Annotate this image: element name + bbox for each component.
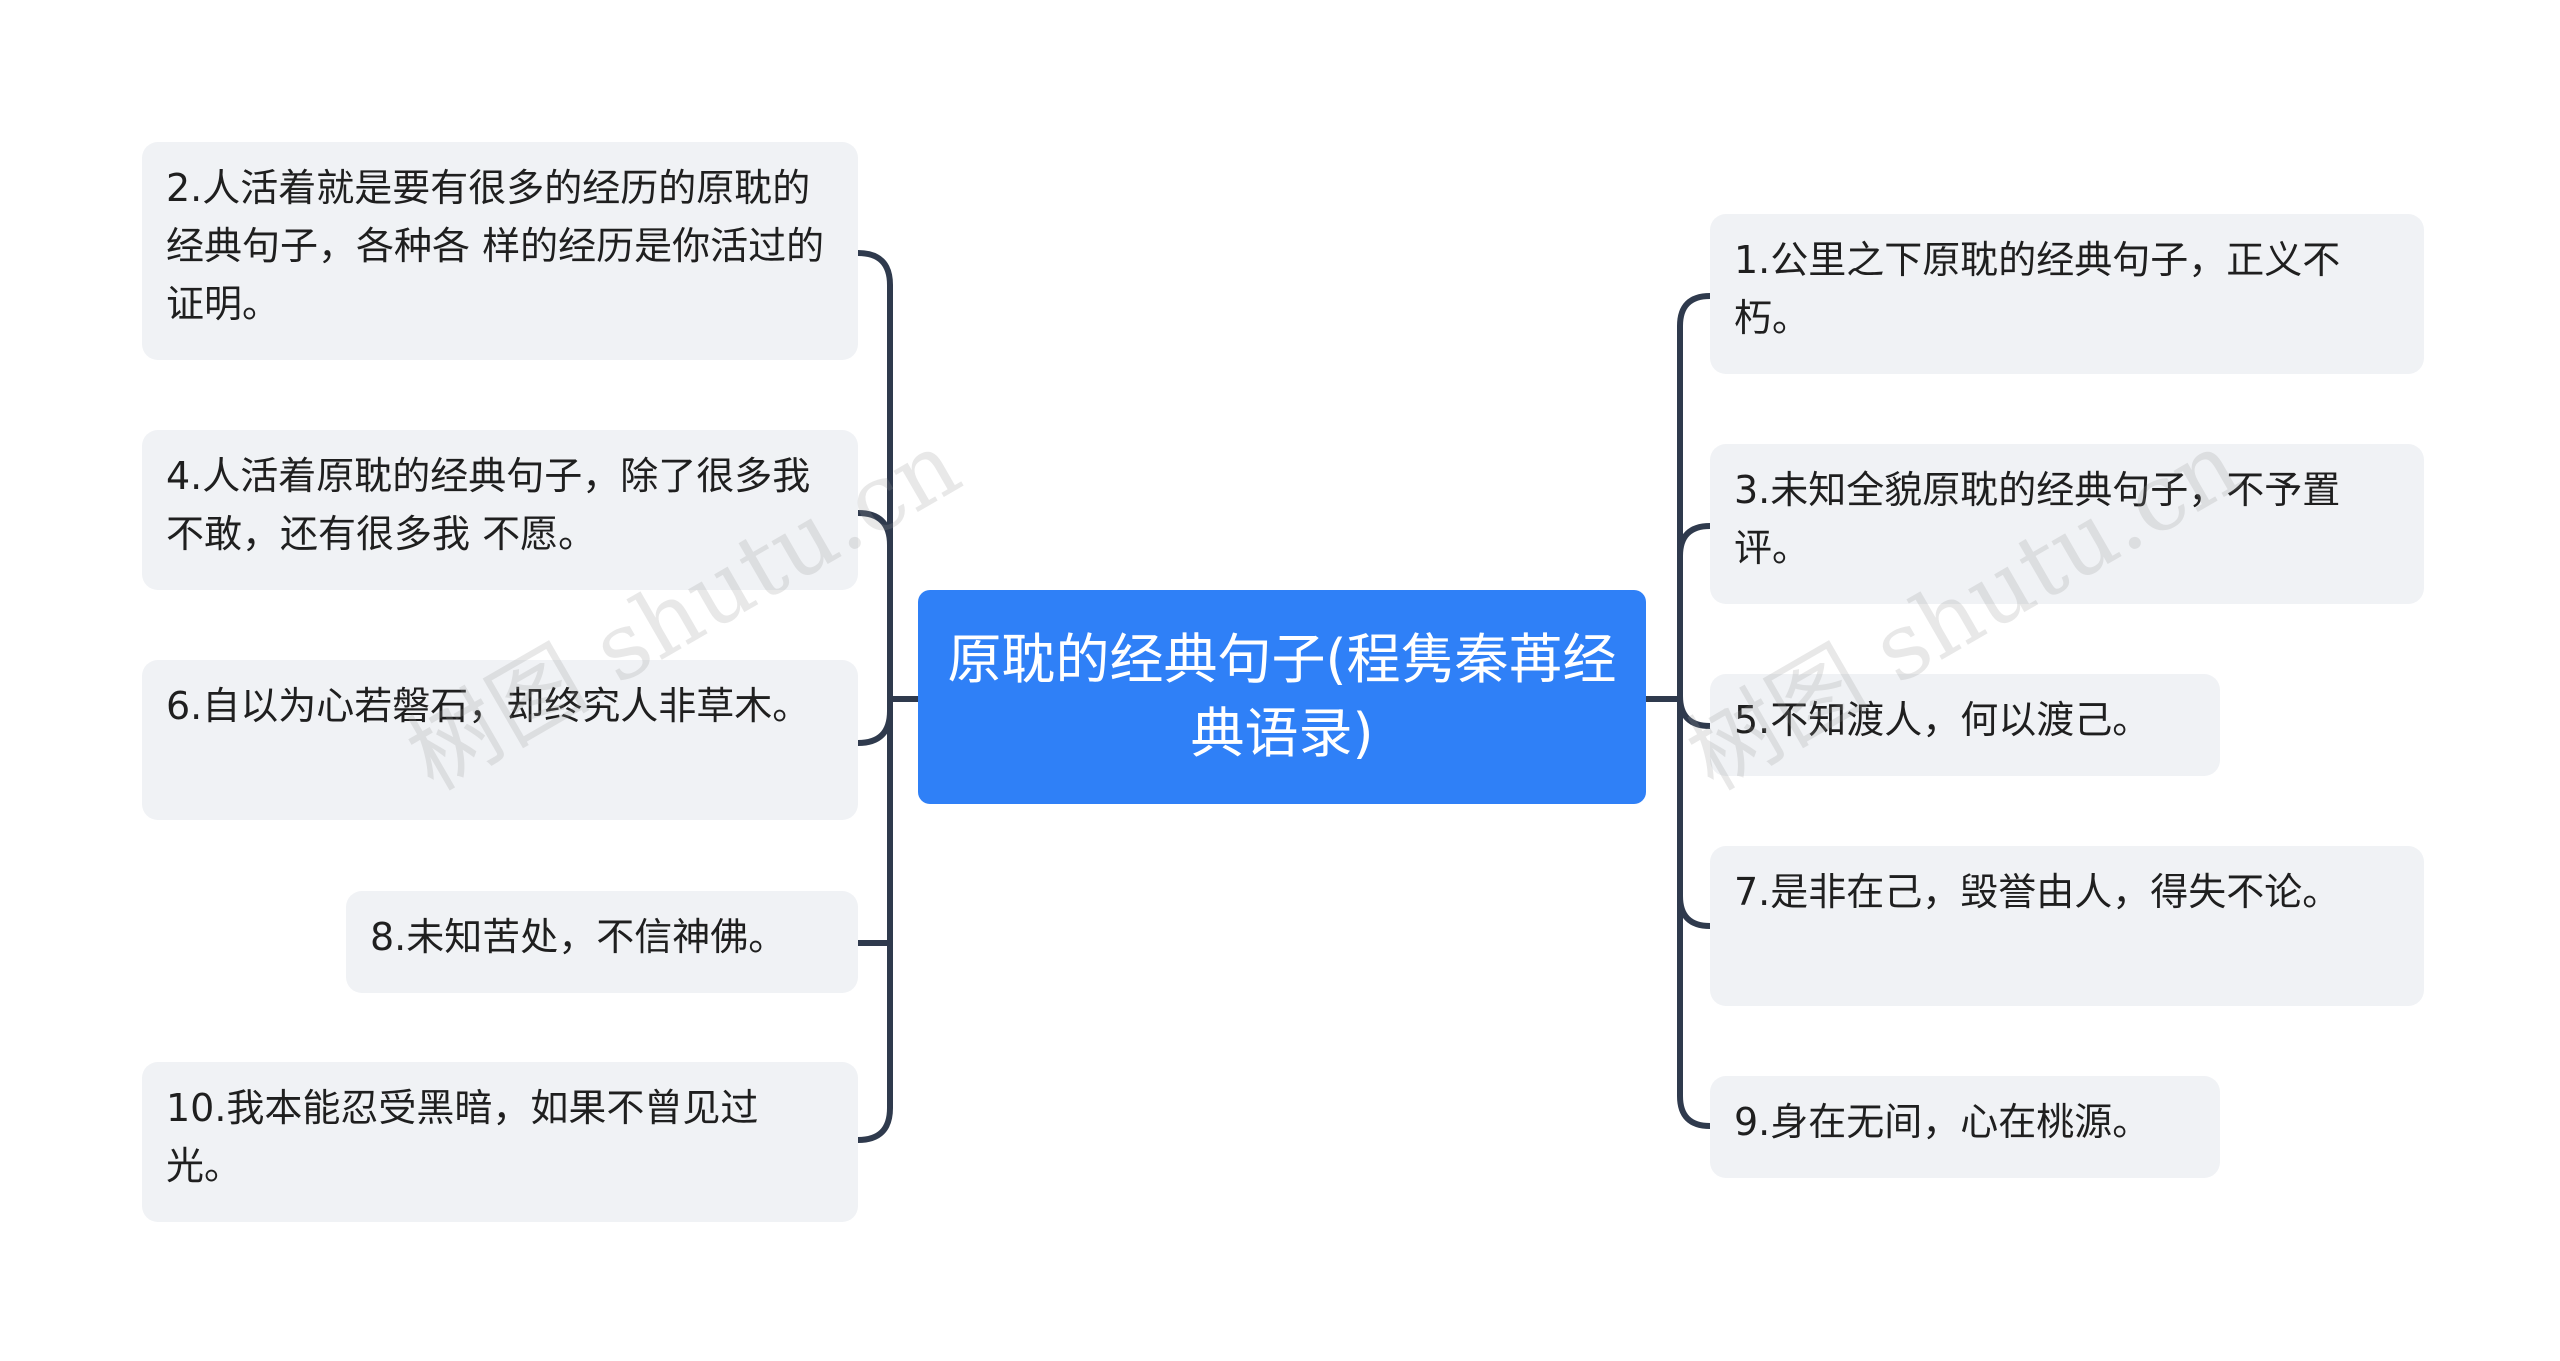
connector-left-3 [855,708,893,746]
connector-left-2 [855,510,893,548]
central-topic[interactable]: 原耽的经典句子(程隽秦苒经典语录) [918,590,1646,804]
topic-node-4[interactable]: 4.人活着原耽的经典句子，除了很多我不敢，还有很多我 不愿。 [142,430,858,590]
topic-node-7[interactable]: 7.是非在己，毁誉由人，得失不论。 [1710,846,2424,1006]
topic-node-5[interactable]: 5.不知渡人，何以渡己。 [1710,674,2220,776]
connector-right-4 [1677,893,1713,929]
topic-node-3[interactable]: 3.未知全貌原耽的经典句子，不予置评。 [1710,444,2424,604]
connector-right-3 [1677,693,1713,729]
topic-node-10[interactable]: 10.我本能忍受黑暗，如果不曾见过光。 [142,1062,858,1222]
topic-node-8[interactable]: 8.未知苦处，不信神佛。 [346,891,858,993]
topic-node-6[interactable]: 6.自以为心若磐石，却终究人非草木。 [142,660,858,820]
topic-node-2[interactable]: 2.人活着就是要有很多的经历的原耽的经典句子，各种各 样的经历是你活过的证明。 [142,142,858,360]
topic-node-1[interactable]: 1.公里之下原耽的经典句子，正义不朽。 [1710,214,2424,374]
connector-left-1 [855,250,893,1143]
topic-node-9[interactable]: 9.身在无间，心在桃源。 [1710,1076,2220,1178]
connector-right-2 [1677,523,1713,559]
